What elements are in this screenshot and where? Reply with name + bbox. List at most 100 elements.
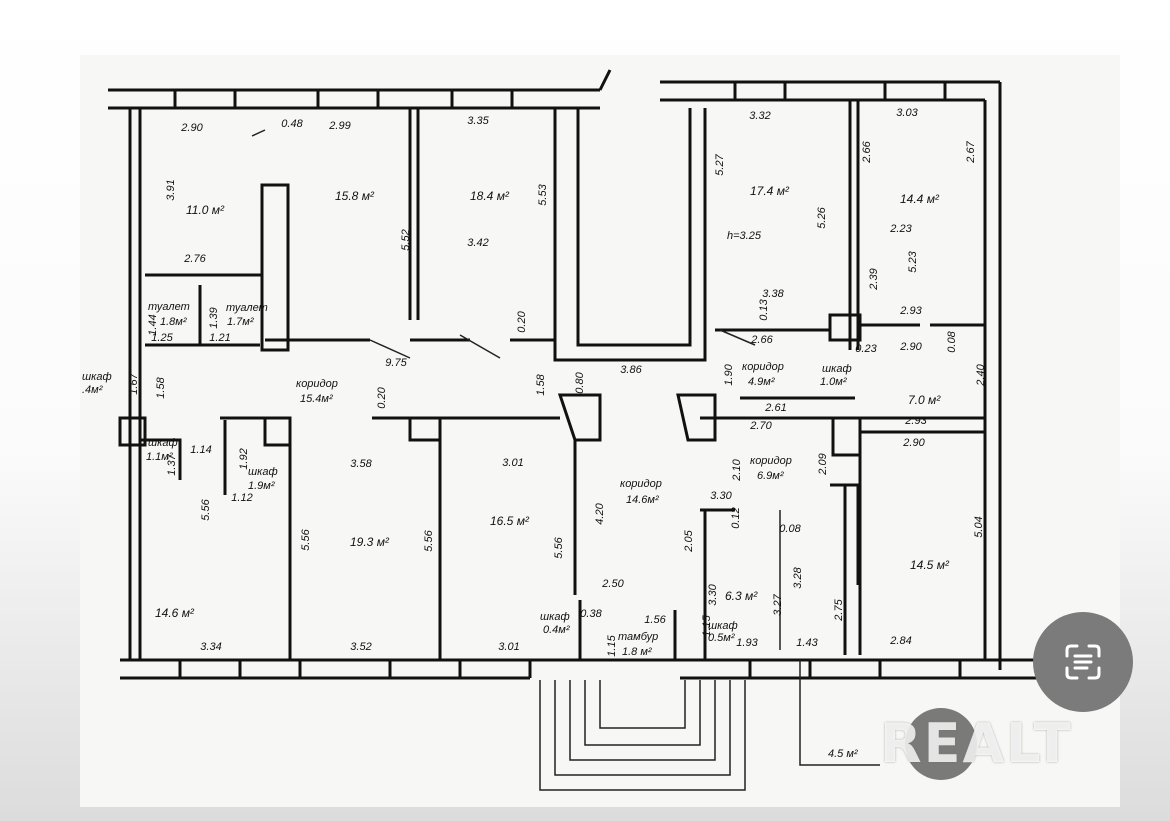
dimension-label: 3.35	[467, 115, 489, 127]
dimension-label: 0.80	[574, 371, 586, 393]
dimension-label: 2.84	[889, 635, 911, 647]
dimension-label: 2.40	[975, 363, 987, 386]
room-area: 1.0м²	[820, 376, 847, 388]
room-name: шкаф	[82, 371, 112, 383]
dimension-label: 5.56	[553, 536, 565, 558]
dimension-label: 5.56	[300, 528, 312, 550]
dimension-label: 1.67	[128, 372, 140, 394]
walls	[108, 69, 1050, 791]
dimension-label: 2.93	[904, 415, 927, 427]
room-area: 6.9м²	[757, 470, 784, 482]
dimension-label: 2.23	[889, 223, 912, 235]
dimension-label: 3.38	[762, 288, 784, 300]
dimension-label: 1.90	[723, 363, 735, 385]
room-area: 0.5м²	[708, 632, 735, 644]
dimension-label: 3.91	[165, 179, 177, 200]
room-name: коридор	[742, 361, 784, 373]
dimension-label: 2.39	[868, 268, 880, 290]
room-area: 4.9м²	[748, 376, 775, 388]
dimension-label: 1.44	[147, 314, 159, 335]
room-area: 15.4м²	[300, 393, 333, 405]
room-area: 0.4м²	[543, 624, 570, 636]
room-name: туалет	[148, 301, 190, 313]
dimension-label: 5.52	[400, 229, 412, 250]
dimension-label: 1.39	[208, 307, 220, 328]
dimension-label: 3.01	[498, 641, 519, 653]
room-area: 15.8 м²	[335, 189, 375, 203]
dimension-label: 3.30	[707, 583, 719, 605]
dimension-label: 1.25	[151, 332, 173, 344]
dimension-label: 0.20	[516, 310, 528, 332]
room-area: 6.3 м²	[725, 589, 758, 603]
dimension-label: 0.20	[376, 386, 388, 408]
room-area: .4м²	[82, 384, 103, 396]
room-area: 1.9м²	[248, 480, 275, 492]
dimension-label: 2.66	[750, 334, 773, 346]
dimension-label: 1.15	[606, 634, 618, 656]
room-area: 16.5 м²	[490, 514, 530, 528]
dimension-label: 3.03	[896, 107, 918, 119]
dimension-label: 1.93	[736, 637, 758, 649]
dimension-label: 3.28	[792, 566, 804, 588]
dimension-label: 0.12	[730, 507, 742, 528]
dimension-label: 2.90	[902, 437, 925, 449]
room-area: 14.5 м²	[910, 558, 950, 572]
room-name: туалет	[226, 302, 268, 314]
dimension-label: 2.93	[899, 305, 922, 317]
dimension-label: 0.13	[758, 298, 770, 320]
room-name: коридор	[620, 478, 662, 490]
dimension-label: 2.10	[731, 458, 743, 481]
dimension-label: 0.08	[779, 523, 801, 535]
room-area: 14.4 м²	[900, 192, 940, 206]
dimension-label: 3.34	[200, 641, 221, 653]
dimension-label: 5.56	[200, 498, 212, 520]
dimension-label: 1.92	[238, 448, 250, 469]
room-name: шкаф	[540, 611, 570, 623]
realt-watermark: REALT	[880, 712, 1073, 775]
room-name: шкаф	[148, 437, 178, 449]
watermark-logo-icon	[905, 708, 977, 780]
dimension-label: 2.67	[965, 140, 977, 163]
dimension-label: 3.52	[350, 641, 371, 653]
dimension-label: 1.43	[796, 637, 818, 649]
room-area: 7.0 м²	[908, 393, 941, 407]
dimension-label: 3.42	[467, 237, 488, 249]
room-area: 14.6м²	[626, 494, 659, 506]
room-name: шкаф	[708, 620, 738, 632]
room-name: коридор	[296, 378, 338, 390]
dimension-label: 5.53	[537, 183, 549, 205]
dimension-label: 3.86	[620, 364, 642, 376]
dimension-label: 1.37	[166, 453, 178, 475]
room-name: шкаф	[822, 363, 852, 375]
dimension-label: 5.27	[714, 153, 726, 175]
dimension-label: 5.26	[816, 206, 828, 228]
dimension-label: 4.20	[594, 502, 606, 524]
room-area: 1.7м²	[227, 316, 254, 328]
room-area: 19.3 м²	[350, 535, 390, 549]
room-labels: 11.0 м² 15.8 м² 18.4 м² 17.4 м² 14.4 м² …	[82, 184, 950, 760]
dimension-label: 2.50	[601, 578, 624, 590]
dimension-label: 5.23	[907, 250, 919, 272]
dimension-label: 1.21	[209, 332, 230, 344]
dimension-label: 1.15	[701, 614, 713, 636]
dimension-label: 0.48	[281, 118, 303, 130]
ceiling-height: h=3.25	[727, 230, 762, 242]
room-name: тамбур	[618, 631, 658, 643]
dimension-label: 2.61	[764, 402, 786, 414]
dimension-label: 3.58	[350, 458, 372, 470]
dimension-label: 2.05	[683, 529, 695, 552]
dimension-label: 5.04	[973, 516, 985, 537]
dimension-label: 2.09	[817, 453, 829, 475]
dimension-label: 2.90	[899, 341, 922, 353]
dimension-label: 3.27	[772, 593, 784, 615]
scan-text-button[interactable]	[1033, 612, 1133, 712]
dimension-label: 2.70	[749, 420, 772, 432]
dimension-label: 2.75	[833, 598, 845, 621]
dimension-label: 9.75	[385, 357, 407, 369]
room-area: 18.4 м²	[470, 189, 510, 203]
room-name: шкаф	[248, 466, 278, 478]
porch-area: 4.5 м²	[828, 748, 858, 760]
dimension-label: 2.66	[861, 140, 873, 163]
